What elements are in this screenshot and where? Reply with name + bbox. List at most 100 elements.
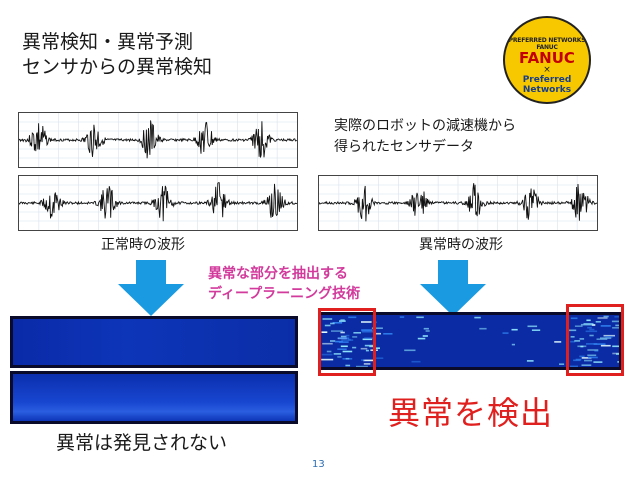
heatmap-cell bbox=[527, 325, 538, 328]
wave-signal-line bbox=[319, 183, 597, 222]
heatmap-cell bbox=[574, 340, 581, 342]
heatmap-cell bbox=[365, 349, 369, 352]
heatmap-cell bbox=[324, 324, 331, 327]
heatmap-cell bbox=[616, 353, 619, 355]
heatmap-cell bbox=[361, 321, 372, 323]
heatmap-cell bbox=[593, 343, 606, 345]
arrow-down-abnormal-icon bbox=[420, 260, 486, 316]
logo-top-text: PREFERRED NETWORKS FANUC bbox=[508, 37, 586, 51]
heatmap-cell bbox=[574, 325, 583, 327]
heatmap-cell bbox=[416, 316, 424, 319]
normal-waveform-caption: 正常時の波形 bbox=[101, 237, 185, 253]
heatmap-cell bbox=[361, 329, 373, 331]
heatmap-cell bbox=[411, 360, 421, 363]
abnormal-waveform-svg bbox=[319, 176, 597, 230]
heatmap-cell bbox=[502, 332, 509, 334]
heatmap-cell bbox=[580, 345, 584, 348]
heatmap-cell bbox=[570, 340, 576, 343]
logo-separator: × bbox=[543, 65, 551, 75]
heatmap-cell bbox=[374, 332, 381, 335]
heatmap-cell bbox=[322, 318, 333, 320]
heatmap-cell bbox=[570, 317, 578, 320]
sensor-description: 実際のロボットの減速機から 得られたセンサデータ bbox=[334, 116, 516, 158]
heatmap-cell bbox=[422, 335, 428, 337]
heatmap-cell bbox=[585, 330, 598, 333]
heatmap-cell bbox=[584, 359, 593, 362]
heatmap-cell bbox=[587, 356, 598, 359]
title-line-2: センサからの異常検知 bbox=[22, 56, 213, 78]
heatmap-cell bbox=[383, 333, 393, 335]
heatmap-cell bbox=[593, 361, 603, 363]
abnormal-waveform-plot bbox=[318, 175, 598, 231]
normal-waveform-plot-1 bbox=[18, 112, 298, 168]
wave-signal-line bbox=[19, 120, 297, 159]
heatmap-cell bbox=[589, 334, 594, 337]
heatmap-cell bbox=[614, 316, 619, 318]
heatmap-cell bbox=[603, 334, 615, 337]
heatmap-cell bbox=[342, 350, 353, 353]
heatmap-cell bbox=[348, 316, 357, 319]
heatmap-cell bbox=[347, 338, 351, 341]
slide-title: 異常検知・異常予測 センサからの異常検知 bbox=[22, 30, 212, 80]
heatmap-cell bbox=[612, 352, 619, 355]
heatmap-cell bbox=[600, 325, 611, 327]
heatmap-cell bbox=[575, 358, 582, 361]
normal-heatmap-2 bbox=[10, 371, 298, 424]
heatmap-cell bbox=[531, 329, 541, 331]
heatmap-cell bbox=[340, 331, 345, 334]
heatmap-cell bbox=[559, 363, 565, 365]
heatmap-cell bbox=[597, 317, 608, 319]
heatmap-cell bbox=[332, 322, 343, 324]
heatmap-cell bbox=[321, 358, 334, 361]
fanuc-pfn-logo: PREFERRED NETWORKS FANUC FANUC × Preferr… bbox=[503, 16, 591, 104]
heatmap-cell bbox=[603, 315, 609, 318]
heatmap-cell bbox=[341, 339, 354, 341]
heatmap-cell bbox=[479, 327, 487, 330]
heatmap-cell bbox=[587, 349, 599, 351]
heatmap-cell bbox=[356, 365, 368, 367]
heatmap-cell bbox=[611, 320, 619, 323]
heatmap-cell bbox=[600, 344, 611, 347]
heatmap-cell bbox=[570, 365, 578, 367]
heatmap-cell bbox=[399, 316, 405, 318]
arrow-down-normal-icon bbox=[118, 260, 184, 316]
heatmap-cell bbox=[364, 344, 374, 347]
arrow-down-normal-svg bbox=[118, 260, 184, 316]
heatmap-cell bbox=[338, 337, 350, 339]
heatmap-cell bbox=[596, 338, 608, 340]
heatmap-cell bbox=[352, 336, 358, 338]
sensor-description-line-1: 実際のロボットの減速機から bbox=[334, 118, 516, 134]
heatmap-cell bbox=[570, 336, 575, 338]
heatmap-cell bbox=[322, 342, 333, 345]
heatmap-cell bbox=[589, 328, 595, 331]
heatmap-cell bbox=[417, 337, 426, 340]
heatmap-cell bbox=[554, 341, 562, 343]
heatmap-cell bbox=[581, 364, 592, 366]
abnormal-waveform-caption: 異常時の波形 bbox=[419, 237, 503, 253]
heatmap-cell bbox=[612, 327, 619, 329]
heatmap-cell bbox=[617, 361, 619, 363]
heatmap-cell bbox=[612, 345, 619, 348]
heatmap-cell bbox=[361, 330, 373, 333]
heatmap-cell bbox=[579, 355, 585, 358]
heatmap-cell bbox=[338, 341, 349, 343]
heatmap-cell bbox=[362, 338, 373, 341]
heatmap-cell bbox=[364, 337, 374, 339]
heatmap-cell bbox=[587, 326, 592, 329]
heatmap-cell bbox=[511, 343, 515, 346]
heatmap-cell bbox=[581, 357, 592, 359]
page-number: 13 bbox=[312, 459, 325, 470]
heatmap-cell bbox=[333, 353, 342, 355]
heatmap-cell bbox=[374, 357, 384, 359]
heatmap-cell bbox=[404, 349, 416, 352]
heatmap-cell bbox=[615, 324, 619, 327]
heatmap-cell bbox=[345, 334, 350, 337]
heatmap-cell bbox=[568, 329, 577, 332]
logo-brand-second-1: Preferred bbox=[522, 75, 572, 85]
heatmap-cell bbox=[340, 345, 348, 348]
heatmap-cell bbox=[425, 330, 430, 332]
heatmap-cell bbox=[605, 336, 613, 338]
anomaly-highlight-box-right bbox=[566, 304, 624, 376]
heatmap-cell bbox=[326, 350, 332, 353]
heatmap-cell bbox=[330, 322, 335, 325]
